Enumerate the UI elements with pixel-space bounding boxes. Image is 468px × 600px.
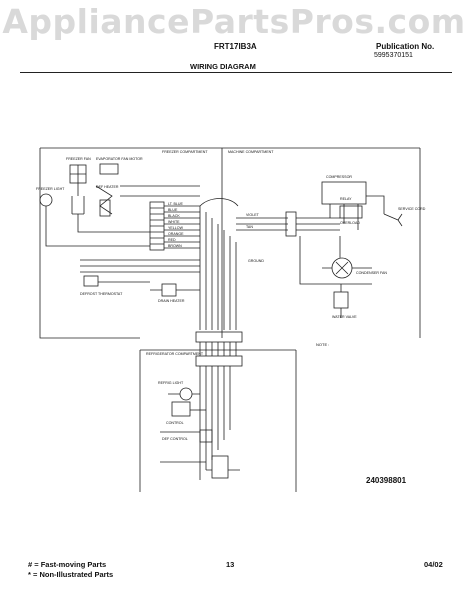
print-date: 04/02 [424,560,443,569]
machine-compartment-label: MACHINE COMPARTMENT [228,150,274,154]
wire-brown: BROWN [168,244,182,248]
diagram-code: 240398801 [366,476,407,485]
evaporator-symbol [71,196,85,215]
label-def-control: DEF CONTROL [162,437,188,441]
label-drain: DRAIN HEATER [158,299,185,303]
wire-blue: BLUE [168,208,178,212]
wire-red: RED [168,238,176,242]
wire-white: WHITE [168,220,180,224]
label-compressor: COMPRESSOR [326,175,352,179]
legend-fast-moving: # = Fast-moving Parts [28,560,107,569]
defrost-heater-connector [99,199,111,217]
defrost-thermostat [83,275,99,287]
label-thermostat: DEFROST THERMOSTAT [80,292,123,296]
publication-number: 5995370151 [374,52,413,59]
harness-connector [195,331,243,343]
wire-orange: ORANGE [168,232,184,236]
label-control: CONTROL [166,421,184,425]
label-fan: FREEZER FAN [66,157,91,161]
refrigerator-compartment-label: REFRIGERATOR COMPARTMENT [146,352,204,356]
freezer-compartment-label: FREEZER COMPARTMENT [162,150,208,154]
label-defrost-heater: DEF HEATER [96,185,119,189]
control-box [171,401,191,417]
service-cord [383,213,403,227]
legend-non-illustrated: * = Non-Illustrated Parts [28,570,114,579]
drain-heater [161,283,177,297]
overload-box [339,205,363,219]
label-service-cord: SERVICE CORD [398,207,426,211]
wire-yellow: YELLOW [168,226,184,230]
refrigerator-fan [211,455,229,479]
note-label: NOTE : [316,342,330,347]
header-rule [20,72,452,73]
refrigerator-connector [195,355,243,367]
label-refrig-light: REFRIG LIGHT [158,381,184,385]
wire-black: BLACK [168,214,180,218]
freezer-compartment-border [40,147,223,338]
label-evap: EVAPORATOR FAN MOTOR [96,157,143,161]
freezer-light-symbol [39,193,53,207]
label-condenser: CONDENSER FAN [356,271,387,275]
refrigerator-light [179,387,193,401]
wire-lt-blue: LT. BLUE [168,202,184,206]
label-overload: OVERLOAD [340,221,360,225]
publication-label: Publication No. [376,42,435,51]
machine-compartment-border [222,147,421,338]
damper-control [199,429,213,443]
lower-left-border [39,148,140,339]
model-number: FRT17IB3A [214,42,257,51]
watermark: AppliancePartsPros.com [2,2,466,41]
wire-violet: VIOLET [246,213,260,217]
diagram-title: WIRING DIAGRAM [190,62,256,71]
label-relay: RELAY [340,197,352,201]
wire-tan: TAN [246,225,253,229]
water-valve [333,291,349,309]
label-valve: WATER VALVE [332,315,357,319]
page-number: 13 [226,560,235,569]
label-freezer-light: FREEZER LIGHT [36,187,65,191]
fan-bracket [99,163,119,175]
label-ground: GROUND [248,259,264,263]
